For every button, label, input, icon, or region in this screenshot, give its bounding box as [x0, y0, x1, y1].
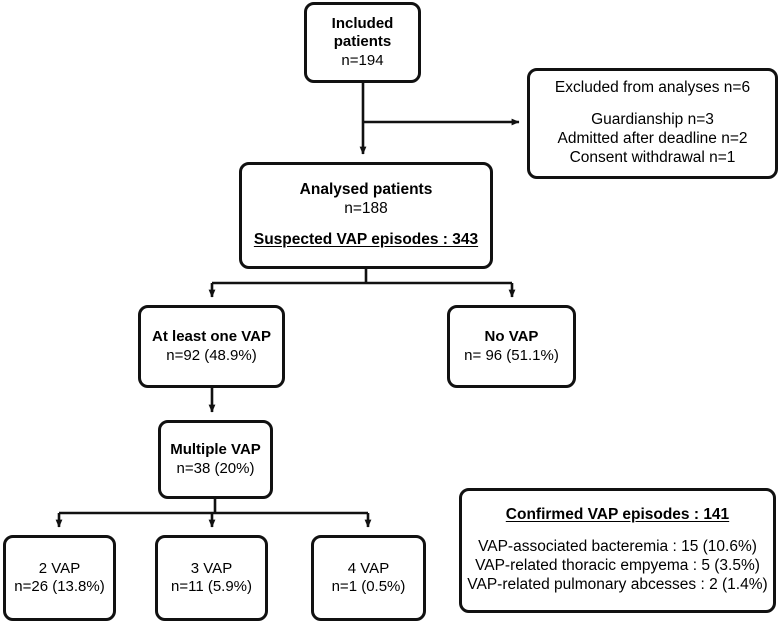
multiple-vap-count: n=38 (20%): [176, 459, 255, 477]
suspected-vap-episodes: Suspected VAP episodes : 343: [253, 231, 479, 249]
included-patients-line1: Included: [331, 15, 394, 33]
confirmed-item-pulmonary-abcesses: VAP-related pulmonary abcesses : 2 (1.4%…: [467, 575, 768, 593]
excluded-heading: Excluded from analyses n=6: [554, 79, 751, 97]
2-vap-count: n=26 (13.8%): [14, 578, 105, 595]
excluded-item-consent-withdrawal: Consent withdrawal n=1: [569, 148, 736, 166]
node-confirmed-vap-episodes: Confirmed VAP episodes : 141 VAP-associa…: [459, 488, 776, 613]
no-vap-count: n= 96 (51.1%): [464, 346, 559, 364]
multiple-vap-label: Multiple VAP: [170, 441, 261, 459]
excluded-item-admitted-after-deadline: Admitted after deadline n=2: [557, 130, 748, 147]
node-4-vap: 4 VAP n=1 (0.5%): [311, 535, 426, 621]
excluded-item-guardianship: Guardianship n=3: [591, 111, 714, 129]
edge-analysed-split: [208, 269, 516, 298]
analysed-patients-label: Analysed patients: [299, 180, 433, 198]
confirmed-vap-episodes-heading: Confirmed VAP episodes : 141: [505, 506, 730, 524]
4-vap-count: n=1 (0.5%): [331, 578, 406, 595]
node-at-least-one-vap: At least one VAP n=92 (48.9%): [138, 305, 285, 388]
node-multiple-vap: Multiple VAP n=38 (20%): [158, 420, 273, 499]
3-vap-count: n=11 (5.9%): [170, 578, 253, 595]
node-analysed-patients: Analysed patients n=188 Suspected VAP ep…: [239, 162, 493, 269]
node-no-vap: No VAP n= 96 (51.1%): [447, 305, 576, 388]
node-included-patients: Included patients n=194: [304, 2, 421, 83]
edge-multiple-split: [55, 499, 372, 528]
confirmed-item-thoracic-empyema: VAP-related thoracic empyema : 5 (3.5%): [475, 557, 760, 574]
included-patients-count: n=194: [341, 51, 384, 69]
3-vap-label: 3 VAP: [190, 559, 233, 577]
node-2-vap: 2 VAP n=26 (13.8%): [3, 535, 116, 621]
node-excluded-from-analyses: Excluded from analyses n=6 Guardianship …: [527, 68, 778, 179]
included-patients-line2: patients: [333, 33, 392, 51]
2-vap-label: 2 VAP: [38, 559, 81, 577]
node-3-vap: 3 VAP n=11 (5.9%): [155, 535, 268, 621]
at-least-one-vap-count: n=92 (48.9%): [166, 346, 257, 364]
analysed-patients-count: n=188: [344, 199, 388, 217]
at-least-one-vap-label: At least one VAP: [152, 328, 271, 346]
no-vap-label: No VAP: [484, 328, 539, 346]
4-vap-label: 4 VAP: [347, 559, 390, 577]
confirmed-item-bacteremia: VAP-associated bacteremia : 15 (10.6%): [478, 538, 757, 556]
